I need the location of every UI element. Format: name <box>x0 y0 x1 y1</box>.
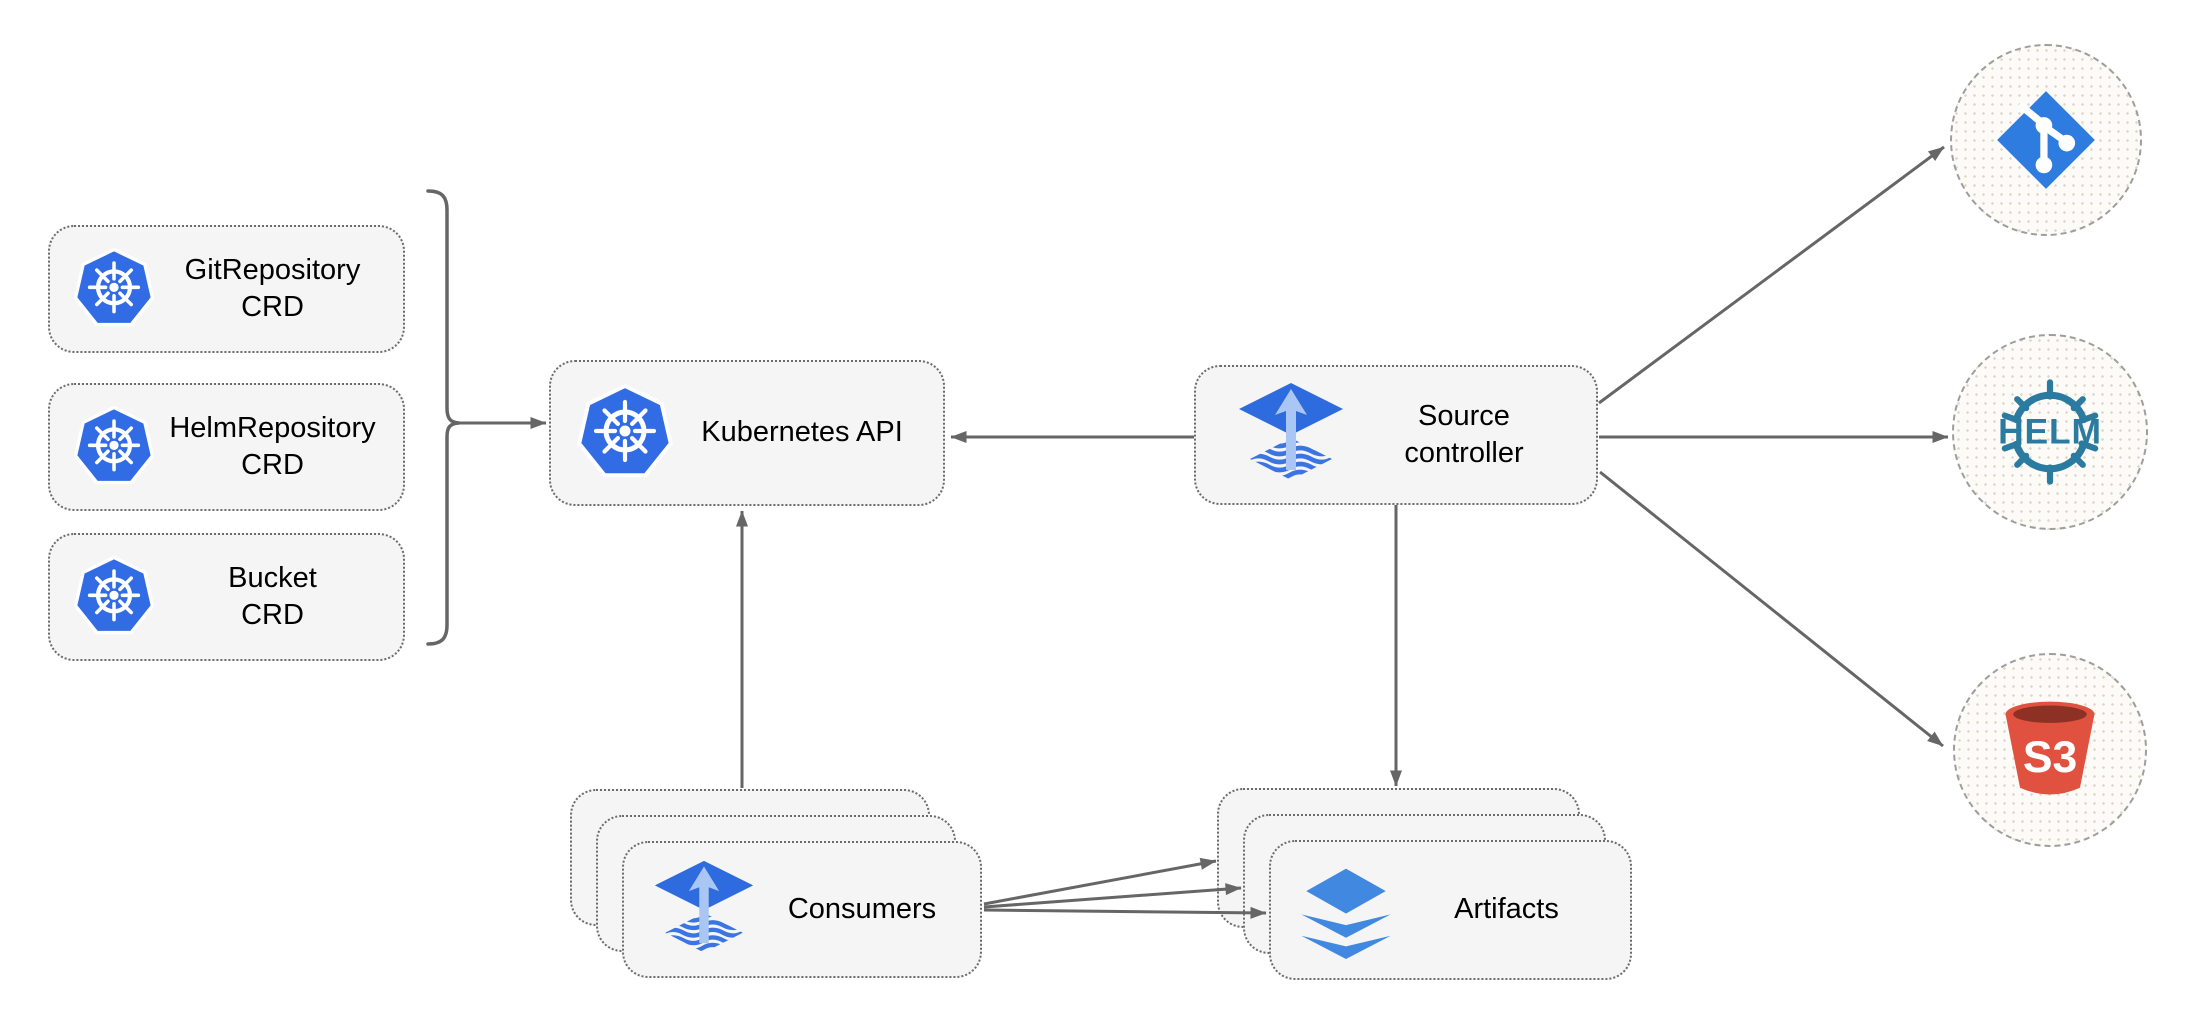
layers-bottom <box>1301 935 1391 959</box>
crd-node-gitrepository: GitRepository CRD <box>48 225 405 353</box>
crd-subtitle: CRD <box>241 599 304 631</box>
artifacts-label: Artifacts <box>1454 893 1559 926</box>
kubernetes-api-label: Kubernetes API <box>701 416 903 449</box>
arrow-source-to-git <box>1598 145 1945 405</box>
source-controller-node: Source controller <box>1194 365 1598 505</box>
git-icon <box>1997 91 2095 189</box>
flux-icon <box>652 858 756 962</box>
helm-icon: HELM <box>1998 379 2102 485</box>
crd-title: GitRepository <box>184 253 361 286</box>
kubernetes-icon <box>72 405 156 489</box>
flux-icon <box>1236 380 1346 490</box>
source-label-line2: controller <box>1404 437 1524 469</box>
crd-node-label: Bucket CRD <box>156 560 389 634</box>
crd-title: HelmRepository <box>169 411 376 444</box>
layers-icon <box>1297 860 1395 961</box>
s3-bucket-body <box>2005 714 2095 795</box>
external-git-circle <box>1950 44 2142 236</box>
crd-title: Bucket <box>228 561 317 594</box>
crd-subtitle: CRD <box>241 291 304 323</box>
kubernetes-icon <box>575 383 675 483</box>
source-label-line1: Source <box>1418 399 1510 432</box>
arrow-consumers-to-artifacts-2 <box>983 883 1242 909</box>
arrow-consumers-to-artifacts-1 <box>983 857 1217 906</box>
kubernetes-icon <box>72 555 156 639</box>
external-helm-circle: HELM <box>1952 334 2148 530</box>
consumers-node: Consumers <box>622 841 982 978</box>
s3-icon: S3 <box>2005 701 2095 795</box>
s3-bucket-interior <box>2013 705 2087 723</box>
crd-node-bucket: Bucket CRD <box>48 533 405 661</box>
helm-text: HELM <box>1998 412 2102 452</box>
layers-middle <box>1301 913 1391 938</box>
crd-node-label: GitRepository CRD <box>156 252 389 326</box>
artifacts-node: Artifacts <box>1269 840 1632 980</box>
kubernetes-api-node: Kubernetes API <box>549 360 945 506</box>
crd-node-helmrepository: HelmRepository CRD <box>48 383 405 511</box>
crd-node-label: HelmRepository CRD <box>156 410 389 484</box>
kubernetes-icon <box>72 247 156 331</box>
layers-top <box>1298 862 1394 919</box>
arrow-source-to-s3 <box>1599 470 1944 748</box>
consumers-label: Consumers <box>787 892 937 925</box>
s3-text: S3 <box>2023 733 2077 782</box>
crd-subtitle: CRD <box>241 449 304 481</box>
external-s3-circle: S3 <box>1953 653 2147 847</box>
crd-group-bracket <box>426 189 460 646</box>
source-controller-label: Source controller <box>1346 398 1582 472</box>
helm-wheel <box>2001 379 2099 485</box>
